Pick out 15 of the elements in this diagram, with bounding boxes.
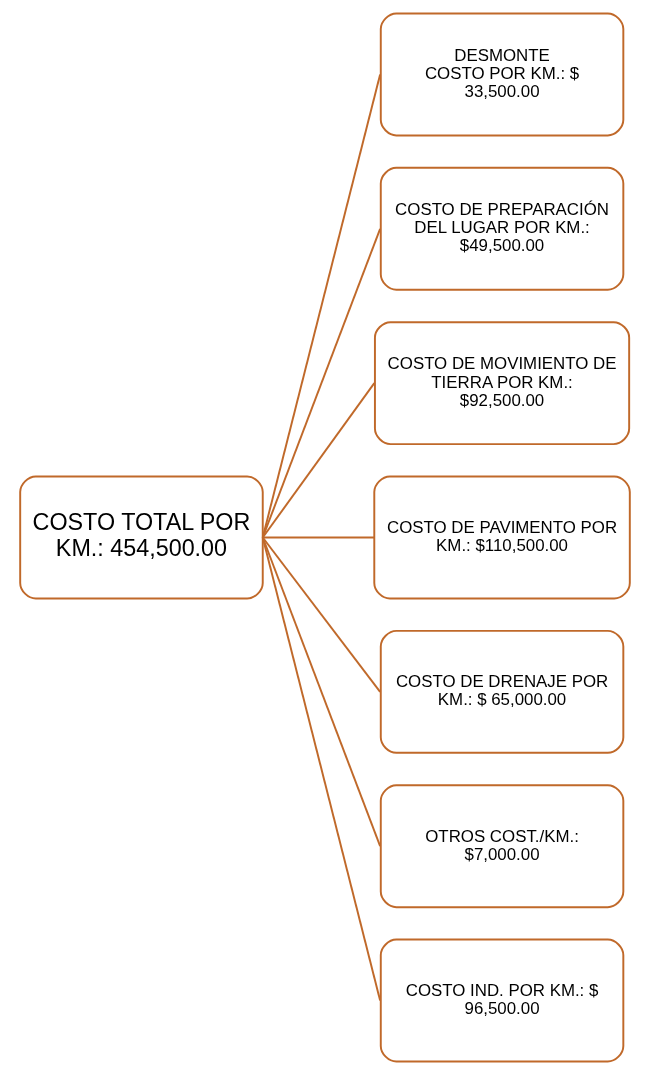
connector bbox=[261, 227, 382, 539]
connector bbox=[261, 536, 382, 848]
connector bbox=[261, 536, 382, 693]
connector bbox=[261, 536, 376, 539]
node-box: COSTO IND. POR KM.: $ 96,500.00 bbox=[379, 938, 625, 1063]
node-box: OTROS COST./KM.: $7,000.00 bbox=[379, 784, 625, 909]
connector bbox=[261, 73, 382, 539]
node-box: COSTO DE PREPARACIÓN DEL LUGAR POR KM.: $49,500.00 bbox=[379, 166, 625, 291]
node-box: COSTO DE PAVIMENTO POR KM.: $110,500.00 bbox=[373, 475, 631, 600]
node-box: COSTO DE DRENAJE POR KM.: $ 65,000.00 bbox=[379, 629, 625, 754]
node-box: DESMONTE COSTO POR KM.: $ 33,500.00 bbox=[379, 12, 625, 137]
connector bbox=[261, 536, 382, 1002]
connector bbox=[261, 382, 376, 539]
node-box: COSTO TOTAL POR KM.: 454,500.00 bbox=[19, 475, 264, 600]
node-box: COSTO DE MOVIMIENTO DE TIERRA POR KM.: $92,500.00 bbox=[373, 321, 631, 446]
